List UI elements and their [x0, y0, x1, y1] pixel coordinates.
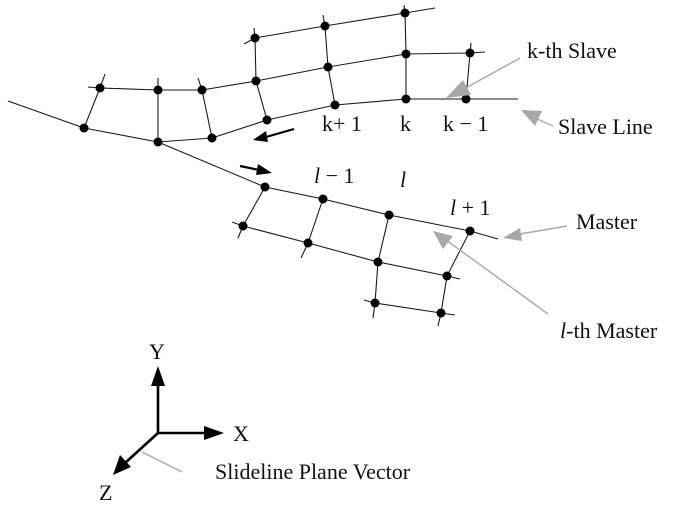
coordinate-axes	[113, 366, 224, 475]
master-label-l: l	[400, 167, 406, 192]
z-axis-label: Z	[99, 480, 112, 505]
master-mesh	[157, 141, 499, 327]
y-axis-arrow-icon	[151, 366, 165, 386]
master-direction-arrow-icon	[239, 164, 272, 175]
x-axis-arrow-icon	[204, 426, 224, 440]
master-callout-label: Master	[576, 209, 638, 234]
z-axis-line	[124, 432, 159, 464]
slave-verticals	[83, 4, 472, 142]
y-axis-label: Y	[149, 339, 165, 364]
master-nodes	[238, 182, 475, 318]
slave-label-k-minus-1: k − 1	[443, 111, 488, 136]
slave-label-k-plus-1: k+ 1	[322, 111, 362, 136]
master-label-l-minus-1: l − 1	[314, 163, 355, 188]
slave-line-callout-label: Slave Line	[558, 114, 653, 139]
master-verticals	[237, 186, 471, 327]
slave-direction-arrow-icon	[253, 127, 295, 142]
x-axis-label: X	[233, 421, 249, 446]
slave-row-2	[87, 51, 486, 91]
master-row-3	[363, 299, 456, 316]
slave-line-callout-arrow-icon	[521, 110, 554, 127]
slave-nodes	[79, 8, 475, 147]
master-line	[157, 141, 499, 240]
z-axis-arrow-icon	[113, 455, 131, 475]
master-row-2	[231, 221, 461, 280]
slave-label-k: k	[400, 111, 411, 136]
master-label-l-plus-1: l + 1	[450, 195, 491, 220]
kth-slave-callout-arrow-icon	[446, 57, 521, 98]
master-callout-arrow-icon	[503, 225, 568, 241]
slave-mesh	[7, 4, 518, 147]
lth-master-callout-arrow-icon	[433, 231, 549, 315]
slideline-plane-vector-leader	[141, 451, 183, 473]
kth-slave-callout-label: k-th Slave	[527, 38, 617, 63]
lth-master-callout-label: l-th Master	[560, 318, 658, 343]
slideline-plane-vector-label: Slideline Plane Vector	[215, 459, 411, 484]
